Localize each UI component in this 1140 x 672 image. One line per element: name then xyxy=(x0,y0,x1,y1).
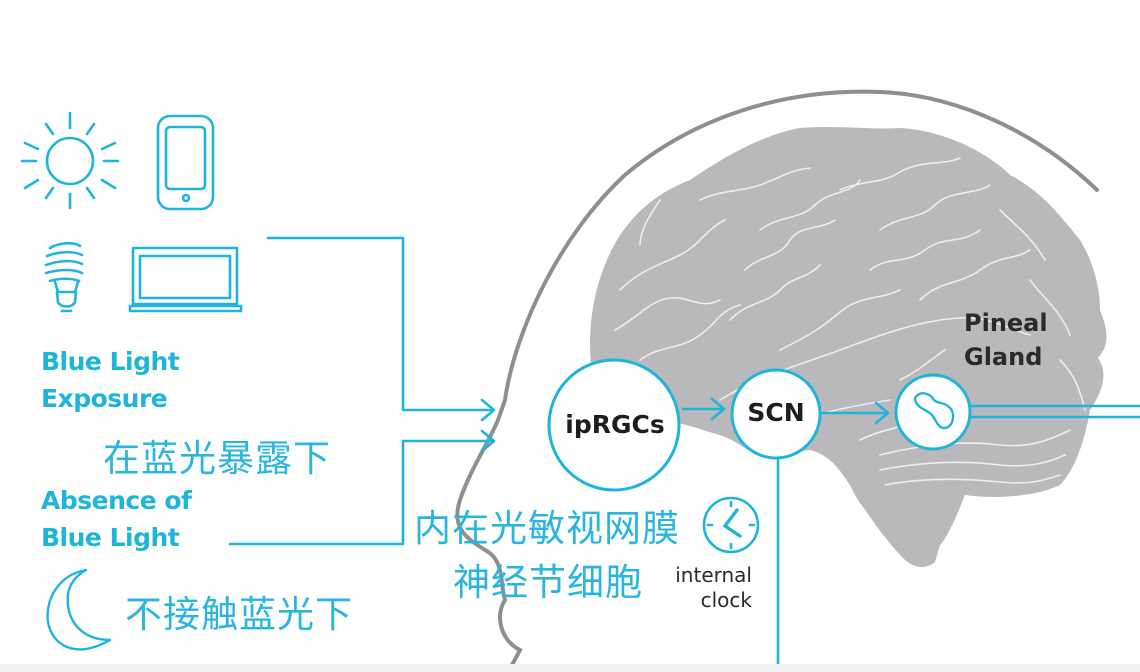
scn-to-pineal-arrowhead xyxy=(874,401,890,425)
absence-arrowhead xyxy=(480,429,496,453)
exposure-label-line2: Exposure xyxy=(41,384,168,413)
internal-clock-label: internal clock xyxy=(660,563,752,613)
absence-label-line1: Absence of xyxy=(41,486,192,515)
absence-of-blue-light-label: Absence of Blue Light xyxy=(41,482,192,556)
sun-icon xyxy=(20,111,120,210)
internal-clock-line1: internal xyxy=(675,563,752,587)
iprgc-label: ipRGCs xyxy=(565,410,665,439)
bottom-strip xyxy=(0,664,1140,672)
head-outline xyxy=(455,89,1099,667)
brain-stem xyxy=(862,500,940,568)
connector-lines xyxy=(228,236,1140,672)
exposure-label-cn: 在蓝光暴露下 xyxy=(103,437,331,480)
laptop-icon xyxy=(128,246,243,313)
smartphone-icon xyxy=(156,114,215,211)
light-bulb-icon xyxy=(44,241,84,313)
pineal-node xyxy=(894,373,972,451)
brain-sulci xyxy=(614,157,1086,486)
blue-light-exposure-label: Blue Light Exposure xyxy=(41,343,180,417)
pineal-gland-icon xyxy=(913,392,955,430)
scn-node xyxy=(730,368,822,460)
absence-connector xyxy=(228,439,494,546)
internal-clock-line2: clock xyxy=(700,588,752,612)
iprgc-to-scn-arrowhead xyxy=(710,397,726,421)
pineal-gland-label: Pineal Gland xyxy=(964,306,1048,374)
brain-illustration xyxy=(590,127,1107,556)
absence-label-line2: Blue Light xyxy=(41,523,180,552)
absence-label-cn: 不接触蓝光下 xyxy=(125,593,353,636)
exposure-label-line1: Blue Light xyxy=(41,347,180,376)
iprgc-label-cn-line2: 神经节细胞 xyxy=(453,561,643,604)
iprgc-node xyxy=(547,358,681,492)
exposure-arrowhead xyxy=(480,398,496,422)
exposure-connector xyxy=(266,236,494,412)
pineal-label-line2: Gland xyxy=(964,343,1043,371)
clock-icon xyxy=(702,496,760,554)
iprgc-label-cn-line1: 内在光敏视网膜 xyxy=(414,507,680,550)
moon-icon xyxy=(46,568,112,651)
pineal-label-line1: Pineal xyxy=(964,309,1048,337)
scn-label: SCN xyxy=(747,398,805,427)
